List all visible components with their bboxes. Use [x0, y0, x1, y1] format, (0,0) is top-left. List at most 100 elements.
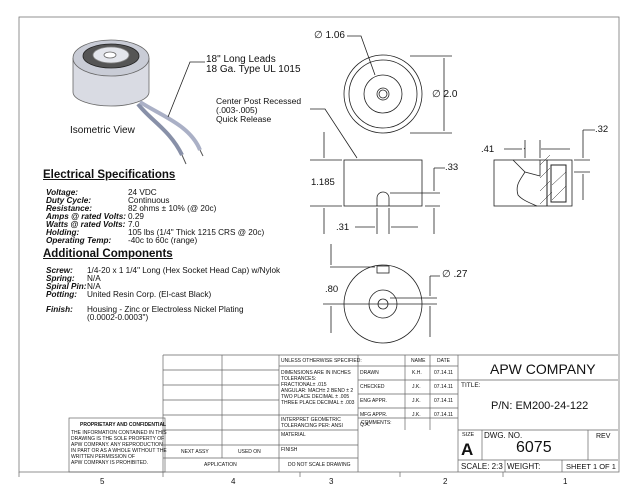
approval-name: J.K. [412, 384, 421, 390]
tolerance-line: TOLERANCES: [281, 376, 317, 382]
part-number: P/N: EM200-24-122 [491, 400, 589, 412]
callout-line2: (.003-.005) [216, 105, 258, 115]
dim-41: .41 [481, 144, 495, 155]
comments-label: COMMENTS: [361, 420, 392, 426]
next-assy-label: NEXT ASSY [181, 449, 209, 455]
spec-value: -40c to 60c (range) [128, 236, 198, 245]
spec-value: 7.0 [128, 220, 140, 229]
interpret-line1: INTERPRET GEOMETRIC [281, 417, 341, 423]
section-view-drawing [493, 129, 595, 207]
dim-31: .31 [336, 222, 350, 233]
date-header: DATE [437, 358, 450, 364]
rev-label: REV [596, 433, 611, 440]
proprietary-line: THE INFORMATION CONTAINED IN THIS [71, 430, 167, 436]
tolerance-line: ANGULAR: MACH± 2 BEND ± 2 [281, 388, 354, 394]
scale-label: SCALE: 2:3 [461, 462, 503, 471]
drawing-number: 6075 [516, 439, 552, 456]
approval-name: J.K. [412, 412, 421, 418]
spec-label: Operating Temp: [46, 236, 112, 245]
isometric-view-caption: Isometric View [70, 125, 135, 136]
tolerance-line: FRACTIONAL± .015 [281, 382, 327, 388]
company-name: APW COMPANY [490, 361, 596, 377]
spec-label: Amps @ rated Volts: [46, 212, 127, 221]
zone-1: 1 [563, 477, 568, 486]
approval-role: ENG APPR. [360, 398, 387, 404]
size-value: A [461, 440, 474, 459]
approval-role: DRAWN [360, 370, 379, 376]
spec-value: 0.29 [128, 212, 144, 221]
dim-32: .32 [595, 124, 609, 135]
approval-name: J.K. [412, 398, 421, 404]
isometric-magnet-image [72, 39, 205, 165]
additional-components-heading: Additional Components [43, 248, 173, 260]
title-label: TITLE: [461, 382, 481, 389]
zone-3: 3 [329, 477, 334, 486]
approval-date: 07.14.11 [434, 412, 454, 418]
approval-date: 07.14.11 [434, 398, 454, 404]
zone-4: 4 [231, 477, 236, 486]
proprietary-line: APW COMPANY. ANY REPRODUCTION [71, 442, 163, 448]
component-label: Potting: [46, 290, 77, 299]
dim-diameter-2-0: ∅ 2.0 [432, 89, 458, 100]
zone-2: 2 [443, 477, 448, 486]
leads-note-line2: 18 Ga. Type UL 1015 [206, 64, 301, 75]
proprietary-line: DRAWING IS THE SOLE PROPERTY OF [71, 436, 165, 442]
dim-height-1-185: 1.185 [311, 177, 335, 188]
spec-value: 24 VDC [128, 188, 157, 197]
proprietary-line: APW COMPANY IS PROHIBITED. [71, 460, 149, 466]
spec-value: 105 lbs (1/4" Thick 1215 CRS @ 20c) [128, 228, 265, 237]
size-label: SIZE [462, 432, 475, 438]
component-value: United Resin Corp. (El-cast Black) [87, 290, 212, 299]
unless-specified-label: UNLESS OTHERWISE SPECIFIED: [281, 358, 362, 364]
dim-diameter-1-06: ∅ 1.06 [314, 30, 345, 41]
component-value: 1/4-20 x 1 1/4" Long (Hex Socket Head Ca… [87, 266, 281, 275]
callout-line1: Center Post Recessed [216, 96, 302, 106]
spec-label: Duty Cycle: [46, 196, 92, 205]
title-block-lines [18, 354, 618, 477]
component-value: N/A [87, 274, 101, 283]
finish-label: Finish: [46, 305, 73, 314]
leads-note-line1: 18" Long Leads [206, 54, 276, 65]
proprietary-line: WRITTEN PERMISSION OF [71, 454, 135, 460]
spec-label: Holding: [46, 228, 80, 237]
top-view-drawing [343, 35, 452, 134]
tolerance-line: THREE PLACE DECIMAL ± .003 [281, 400, 355, 406]
name-header: NAME [411, 358, 426, 364]
dwg-no-label: DWG. NO. [484, 431, 523, 440]
proprietary-line: IN PART OR AS A WHOLE WITHOUT THE [71, 448, 167, 454]
approval-role: MFG APPR. [360, 412, 388, 418]
interpret-line2: TOLERANCING PER: ANSI [281, 423, 343, 429]
tolerance-line: DIMENSIONS ARE IN INCHES [281, 370, 351, 376]
approval-name: K.H. [412, 370, 422, 376]
front-view-drawing [310, 108, 445, 234]
approval-date: 07.14.11 [434, 370, 454, 376]
drawing-frame [18, 16, 620, 473]
dim-33: .33 [445, 162, 459, 173]
dim-diameter-27: ∅ .27 [442, 269, 468, 280]
spec-value: 82 ohms ± 10% (@ 20c) [128, 204, 217, 213]
sheet-label: SHEET 1 OF 1 [566, 462, 616, 471]
callout-line3: Quick Release [216, 114, 272, 124]
electrical-specs-heading: Electrical Specifications [43, 169, 176, 181]
spec-value: Continuous [128, 196, 170, 205]
bottom-view-drawing [323, 244, 440, 344]
zone-5: 5 [100, 477, 105, 486]
spec-label: Resistance: [46, 204, 92, 213]
tolerance-line: TWO PLACE DECIMAL ± .005 [281, 394, 350, 400]
application-label: APPLICATION [204, 462, 237, 468]
approval-role: Q.A. [360, 422, 371, 428]
finish-line1: Housing - Zinc or Electroless Nickel Pla… [87, 305, 244, 314]
material-label: MATERIAL [281, 432, 306, 438]
finish-line2: (0.0002-0.0003") [87, 313, 149, 322]
spec-label: Voltage: [46, 188, 78, 197]
component-value: N/A [87, 282, 101, 291]
weight-label: WEIGHT: [507, 462, 541, 471]
component-label: Spiral Pin: [46, 282, 87, 291]
spec-label: Watts @ rated Volts: [46, 220, 126, 229]
finish-field-label: FINISH [281, 447, 298, 453]
dim-80: .80 [325, 284, 339, 295]
do-not-scale-label: DO NOT SCALE DRAWING [288, 462, 351, 468]
component-label: Spring: [46, 274, 75, 283]
approval-date: 07.14.11 [434, 384, 454, 390]
